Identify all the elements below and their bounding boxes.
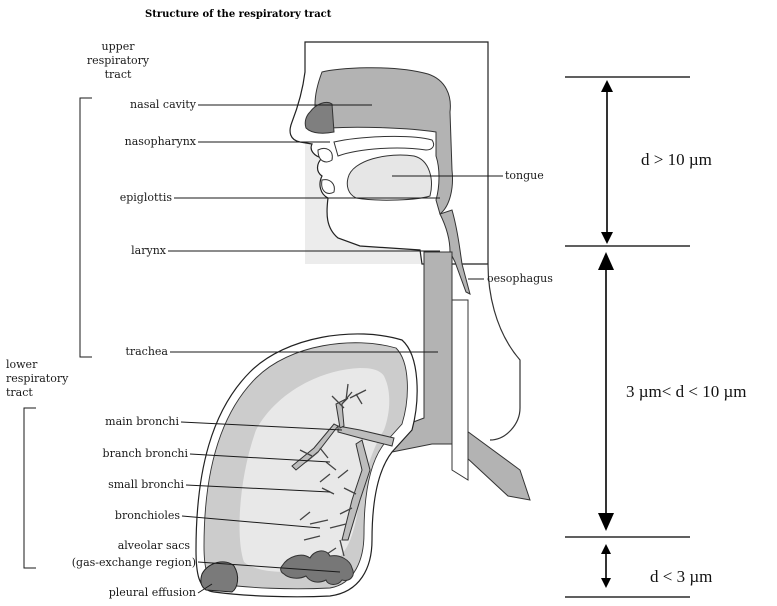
label-larynx: larynx (131, 244, 167, 257)
label-pleural-effusion: pleural effusion (109, 586, 196, 599)
label-main-bronchi: main bronchi (105, 415, 179, 428)
label-small-bronchi: small bronchi (108, 478, 184, 491)
label-bronchioles: bronchioles (115, 509, 180, 522)
lower-tract-bracket (24, 408, 36, 568)
label-nasal-cavity: nasal cavity (130, 98, 197, 111)
upper-tract-label-line3: tract (105, 68, 132, 81)
label-trachea: trachea (125, 345, 168, 358)
shoulder-outline (488, 264, 520, 440)
diagram-title: Structure of the respiratory tract (145, 9, 332, 20)
label-branch-bronchi: branch bronchi (103, 447, 189, 460)
lower-tract-label-line3: tract (6, 386, 33, 399)
upper-tract-bracket (80, 98, 92, 357)
upper-tract-label-line1: upper (102, 40, 136, 53)
label-oesophagus: oesophagus (487, 272, 553, 285)
arrow-upper-range (601, 80, 613, 244)
upper-tract-label-line2: respiratory (87, 54, 150, 67)
label-nasopharynx: nasopharynx (125, 135, 197, 148)
size-range-lower: d < 3 µm (650, 567, 712, 586)
arrow-lower-range (601, 544, 611, 588)
size-range-upper: d > 10 µm (641, 150, 712, 169)
arrow-middle-range (598, 252, 614, 531)
lower-tract-label-line1: lower (6, 358, 38, 371)
label-gas-exchange: (gas-exchange region) (72, 556, 196, 569)
label-alveolar-sacs: alveolar sacs (118, 539, 191, 552)
label-tongue: tongue (505, 169, 544, 182)
lower-tract-label-line2: respiratory (6, 372, 69, 385)
label-epiglottis: epiglottis (120, 191, 173, 204)
oesophagus-tube (452, 300, 468, 480)
size-range-middle: 3 µm< d < 10 µm (626, 382, 746, 401)
